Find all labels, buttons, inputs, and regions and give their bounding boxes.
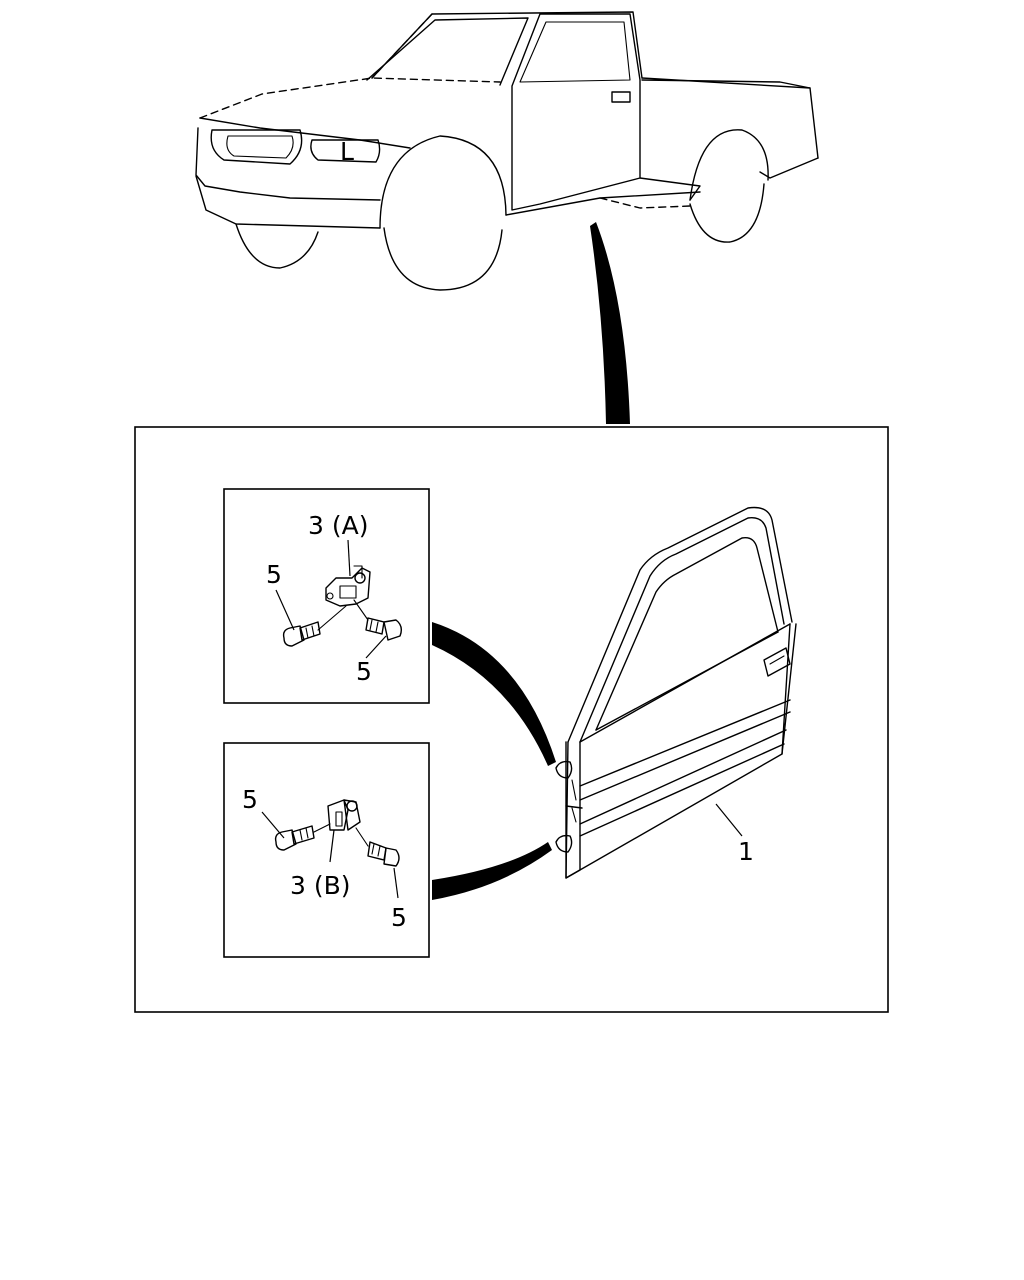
callout-lower-bolt-left: 5 [242,785,258,814]
callout-upper-bolt-left: 5 [266,560,282,589]
lower-hinge-assembly [274,799,400,867]
front-door [555,506,797,879]
callout-lower-bolt-right: 5 [391,903,407,932]
callout-lower-hinge: 3 (B) [290,871,351,900]
upper-hinge-assembly [282,565,403,647]
truck-emblem: L [340,137,354,166]
detail-frame [134,426,889,1013]
upper-hinge-connector [432,622,556,766]
lower-hinge-connector [432,842,552,900]
upper-hinge-inset [223,488,430,704]
callout-upper-hinge: 3 (A) [308,511,368,540]
callout-upper-bolt-right: 5 [356,657,372,686]
detail-pointer-arrow [590,222,630,424]
lower-hinge-inset [223,742,430,958]
pickup-truck-overview: L [195,11,819,291]
callout-door: 1 [738,837,754,866]
